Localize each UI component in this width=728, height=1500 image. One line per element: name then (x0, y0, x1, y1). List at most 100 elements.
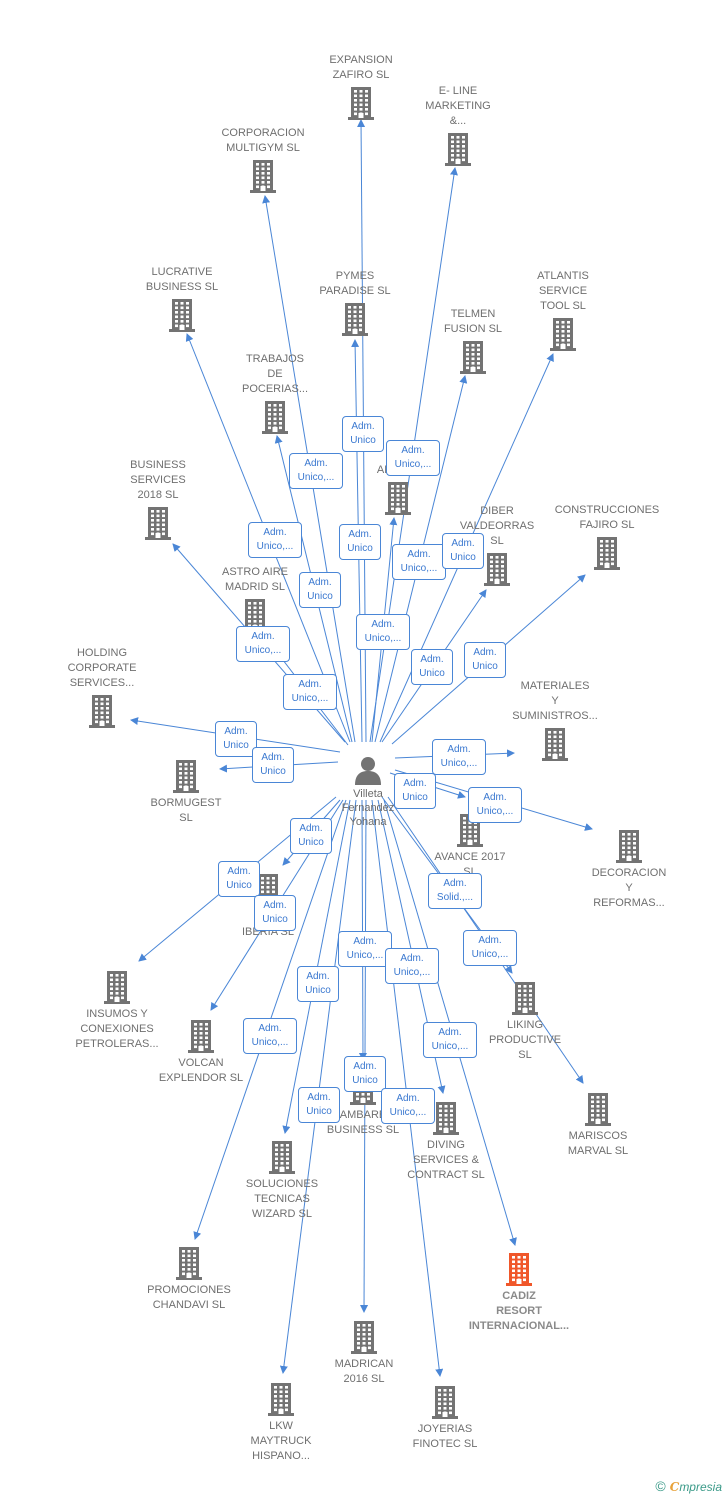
role-badge[interactable]: Adm.Unico (464, 642, 506, 678)
role-badge[interactable]: Adm.Unico (394, 773, 436, 809)
role-badge[interactable]: Adm.Unico,... (432, 739, 486, 775)
role-badge-line-2: Unico,... (471, 949, 509, 960)
company-label-line: JOYERIAS (417, 1423, 473, 1435)
role-badge[interactable]: Adm.Unico,... (381, 1088, 435, 1124)
company-label-line: Y (551, 695, 559, 707)
company-label-line: DIBER (480, 505, 514, 517)
role-badge[interactable]: Adm.Unico,... (463, 930, 517, 966)
company-label-line: MARKETING (425, 100, 491, 112)
company-label-line: POCERIAS... (241, 383, 309, 395)
copyright-brand[interactable]: ©Cmpresia (655, 1478, 722, 1494)
company-label-line: CONEXIONES (80, 1023, 154, 1035)
building-icon (348, 87, 374, 120)
role-badge[interactable]: Adm.Unico,... (283, 674, 337, 710)
role-badge[interactable]: Adm.Unico,... (248, 522, 302, 558)
role-badge-line-1: Adm. (258, 1023, 282, 1034)
center-person-node[interactable]: Villeta Fernandez Yohana (333, 755, 403, 829)
role-badge-line-2: Unico (262, 914, 288, 925)
role-badge-line-1: Adm. (306, 971, 330, 982)
role-badge[interactable]: Adm.Unico,... (386, 440, 440, 476)
company-label-line: SL (518, 1049, 532, 1061)
company-label-line: MADRICAN (334, 1358, 394, 1370)
role-badge[interactable]: Adm.Unico (344, 1056, 386, 1092)
building-icon (268, 1383, 294, 1416)
role-badge[interactable]: Adm.Unico (411, 649, 453, 685)
role-badge-line-1: Adm. (443, 878, 467, 889)
role-badge[interactable]: Adm.Unico (218, 861, 260, 897)
role-badge-line-1: Adm. (263, 900, 287, 911)
building-icon (594, 537, 620, 570)
role-badge[interactable]: Adm. Unico (297, 966, 339, 1002)
role-badge[interactable]: Adm.Unico (442, 533, 484, 569)
role-badge[interactable]: Adm.Unico (215, 721, 257, 757)
role-badge-line-1: Adm. (299, 823, 323, 834)
role-badge-line-1: Adm. (400, 953, 424, 964)
role-badge[interactable]: Adm.Unico,... (356, 614, 410, 650)
role-badge[interactable]: Adm.Unico (252, 747, 294, 783)
company-label-line: LUCRATIVE (151, 266, 213, 278)
role-badge-line-2: Unico (305, 985, 331, 996)
role-badge[interactable]: Adm.Unico (298, 1087, 340, 1123)
company-label-line: MARISCOS (568, 1130, 628, 1142)
role-badge[interactable]: Adm.Unico,... (243, 1018, 297, 1054)
role-badge[interactable]: Adm.Unico (339, 524, 381, 560)
role-badge[interactable]: Adm.Unico,... (392, 544, 446, 580)
company-label-line: TELMEN (450, 308, 496, 320)
role-badge[interactable]: Adm. Unico,... (385, 948, 439, 984)
role-badge-line-2: Unico,... (393, 967, 431, 978)
role-badge[interactable]: Adm. Unico (254, 895, 296, 931)
role-badge[interactable]: Adm.Unico,... (289, 453, 343, 489)
role-badge-line-1: Adm. (304, 458, 328, 469)
role-badge-line-2: Unico (350, 435, 376, 446)
role-badge-line-2: Unico,... (431, 1041, 469, 1052)
role-badge-line-1: Adm. (401, 445, 425, 456)
role-badge[interactable]: Adm.Unico,... (468, 787, 522, 823)
role-badge[interactable]: Adm.Unico (290, 818, 332, 854)
role-badge[interactable]: Adm.Unico,... (236, 626, 290, 662)
company-label-line: WIZARD SL (252, 1208, 312, 1220)
role-badge-line-1: Adm. (227, 866, 251, 877)
company-label-line: PROMOCIONES (147, 1284, 231, 1296)
company-label-line: CONSTRUCCIONES (554, 504, 660, 516)
role-badge[interactable]: Adm.Unico (342, 416, 384, 452)
role-badge-line-2: Solid.,... (436, 892, 474, 903)
role-badge[interactable]: Adm.Unico,... (423, 1022, 477, 1058)
role-badge-line-1: Adm. (261, 752, 285, 763)
company-label-line: EXPLENDOR SL (158, 1072, 244, 1084)
company-label-line: SL (490, 535, 504, 547)
role-badge[interactable]: Adm.Unico,... (338, 931, 392, 967)
role-badge-line-1: Adm. (263, 527, 287, 538)
role-badge-line-2: Unico,... (440, 758, 478, 769)
company-label-line: TRABAJOS (245, 353, 305, 365)
role-badge[interactable]: Adm.Unico (299, 572, 341, 608)
role-badge[interactable]: Adm. Solid.,... (428, 873, 482, 909)
